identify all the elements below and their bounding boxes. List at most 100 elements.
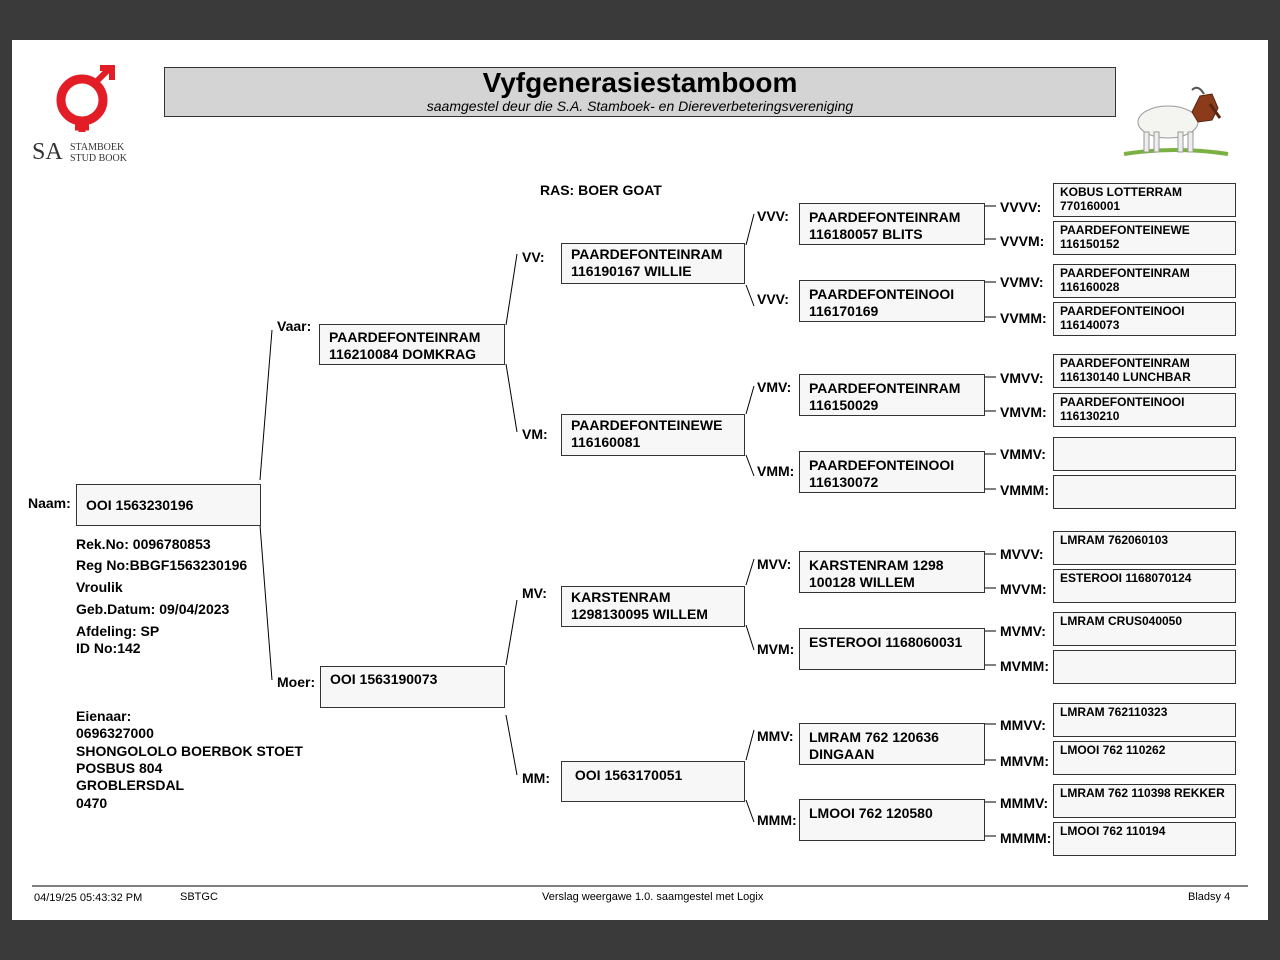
gen5-label: MVMM: bbox=[1000, 658, 1049, 674]
gen5-label: VVVV: bbox=[1000, 199, 1042, 215]
gen5-label: VVMV: bbox=[1000, 274, 1044, 290]
connector bbox=[259, 329, 273, 481]
owner-number: 0696327000 bbox=[76, 725, 154, 741]
animal-reg-no: Reg No:BBGF1563230196 bbox=[76, 557, 248, 573]
gen5-text: LMOOI 762 110194 bbox=[1060, 824, 1166, 838]
subject-animal-box: OOI 1563230196 bbox=[76, 484, 261, 526]
connector bbox=[745, 729, 755, 761]
gen4-box: LMOOI 762 120580 bbox=[799, 799, 985, 841]
gen3-box-mv: KARSTENRAM 1298130095 WILLEM bbox=[561, 586, 745, 627]
gen5-box: LMOOI 762 110194 bbox=[1053, 822, 1236, 856]
gen5-label: VMMV: bbox=[1000, 446, 1046, 462]
gen4-label: MMM: bbox=[757, 812, 797, 828]
gen4-label: VMM: bbox=[757, 463, 795, 479]
gen5-box: ESTEROOI 1168070124 bbox=[1053, 569, 1236, 603]
gen5-label: MVVV: bbox=[1000, 546, 1044, 562]
gen4-text: ESTEROOI 1168060031 bbox=[809, 634, 963, 650]
dam-label: Moer: bbox=[277, 674, 316, 690]
connector bbox=[745, 385, 755, 415]
gen5-box: PAARDEFONTEINOOI 116140073 bbox=[1053, 302, 1236, 336]
gen5-box: LMRAM CRUS040050 bbox=[1053, 612, 1236, 646]
gen4-label: MVV: bbox=[757, 556, 792, 572]
gen4-text: PAARDEFONTEINOOI 116170169 bbox=[809, 286, 955, 319]
connector bbox=[745, 454, 755, 477]
dam-text: OOI 1563190073 bbox=[330, 671, 438, 687]
gen3-label: MM: bbox=[522, 770, 550, 786]
gen5-text: LMRAM 762110323 bbox=[1060, 705, 1168, 719]
gen5-label: MVMV: bbox=[1000, 623, 1046, 639]
gen4-text: LMOOI 762 120580 bbox=[809, 805, 933, 821]
gen5-box bbox=[1053, 437, 1236, 471]
gen5-text: PAARDEFONTEINOOI 116140073 bbox=[1060, 304, 1185, 332]
gen5-box bbox=[1053, 650, 1236, 684]
gen4-text: PAARDEFONTEINRAM 116180057 BLITS bbox=[809, 209, 961, 242]
gen4-text: PAARDEFONTEINOOI 116130072 bbox=[809, 457, 955, 490]
owner-label: Eienaar: bbox=[76, 708, 132, 724]
gen5-text bbox=[1054, 476, 1235, 477]
gen3-text: PAARDEFONTEINEWE 116160081 bbox=[571, 417, 723, 450]
logo-studbook: STUD BOOK bbox=[70, 153, 127, 164]
naam-label: Naam: bbox=[28, 495, 71, 511]
logo-sa: SA bbox=[32, 139, 63, 165]
connector bbox=[745, 284, 755, 307]
animal-birth-date: Geb.Datum: 09/04/2023 bbox=[76, 601, 230, 617]
gen5-label: MMVM: bbox=[1000, 753, 1049, 769]
animal-afdeling: Afdeling: SP bbox=[76, 623, 160, 639]
footer-datetime: 04/19/25 05:43:32 PM bbox=[34, 892, 143, 904]
owner-name: SHONGOLOLO BOERBOK STOET bbox=[76, 743, 303, 759]
animal-rek-no: Rek.No: 0096780853 bbox=[76, 536, 211, 552]
gen5-text: PAARDEFONTEINRAM 116130140 LUNCHBAR bbox=[1060, 356, 1191, 384]
boer-goat-picture-icon bbox=[1123, 86, 1229, 156]
gen5-box bbox=[1053, 475, 1236, 509]
gen4-box: KARSTENRAM 1298 100128 WILLEM bbox=[799, 551, 985, 593]
gen5-label: MMMV: bbox=[1000, 795, 1049, 811]
gen5-label: VMMM: bbox=[1000, 482, 1049, 498]
gen5-label: MMVV: bbox=[1000, 717, 1046, 733]
sa-studbook-symbol-icon bbox=[56, 65, 115, 132]
gen4-box: PAARDEFONTEINOOI 116170169 bbox=[799, 280, 985, 322]
gen5-text: KOBUS LOTTERRAM 770160001 bbox=[1060, 185, 1182, 213]
gen4-box: ESTEROOI 1168060031 bbox=[799, 628, 985, 670]
gen5-text bbox=[1054, 651, 1235, 652]
gen3-box-vv: PAARDEFONTEINRAM 116190167 WILLIE bbox=[561, 243, 745, 284]
gen5-box: LMRAM 762110323 bbox=[1053, 703, 1236, 737]
connector bbox=[505, 363, 518, 433]
gen5-text: LMRAM 762 110398 REKKER bbox=[1060, 786, 1225, 800]
gen5-label: VMVV: bbox=[1000, 370, 1044, 386]
gen4-label: MMV: bbox=[757, 728, 794, 744]
gen3-box-mm: OOI 1563170051 bbox=[561, 761, 745, 802]
gen3-text: OOI 1563170051 bbox=[571, 767, 683, 783]
pedigree-page: SA STAMBOEK STUD BOOK Vyfgenerasiestambo… bbox=[12, 40, 1268, 920]
gen5-text: PAARDEFONTEINRAM 116160028 bbox=[1060, 266, 1190, 294]
animal-sex: Vroulik bbox=[76, 579, 123, 595]
connector bbox=[745, 799, 755, 823]
owner-address1: POSBUS 804 bbox=[76, 760, 163, 776]
gen5-box: LMOOI 762 110262 bbox=[1053, 741, 1236, 775]
gen5-box: PAARDEFONTEINRAM 116130140 LUNCHBAR bbox=[1053, 354, 1236, 388]
sire-label: Vaar: bbox=[277, 318, 312, 334]
gen5-box: PAARDEFONTEINRAM 116160028 bbox=[1053, 264, 1236, 298]
gen3-box-vm: PAARDEFONTEINEWE 116160081 bbox=[561, 414, 745, 456]
gen3-text: PAARDEFONTEINRAM 116190167 WILLIE bbox=[571, 246, 723, 279]
page-subtitle: saamgestel deur die S.A. Stamboek- en Di… bbox=[426, 98, 854, 114]
gen5-text bbox=[1054, 438, 1235, 439]
breed-label: RAS: BOER GOAT bbox=[540, 182, 662, 198]
owner-address2: GROBLERSDAL bbox=[76, 777, 185, 793]
sire-text: PAARDEFONTEINRAM 116210084 DOMKRAG bbox=[329, 329, 481, 362]
animal-id-no: ID No:142 bbox=[76, 640, 141, 656]
gen5-box: LMRAM 762060103 bbox=[1053, 531, 1236, 565]
gen4-label: VVV: bbox=[757, 208, 789, 224]
pedigree-connectors bbox=[32, 205, 1248, 887]
gen5-label: MVVM: bbox=[1000, 581, 1047, 597]
gen4-box: PAARDEFONTEINRAM 116180057 BLITS bbox=[799, 203, 985, 245]
connector bbox=[745, 213, 755, 246]
gen4-text: KARSTENRAM 1298 100128 WILLEM bbox=[809, 557, 944, 590]
connector bbox=[505, 253, 518, 326]
gen5-label: VVVM: bbox=[1000, 233, 1045, 249]
page-title: Vyfgenerasiestamboom bbox=[482, 67, 798, 98]
title-banner: Vyfgenerasiestamboom saamgestel deur die… bbox=[164, 67, 1116, 117]
gen3-label: VV: bbox=[522, 249, 545, 265]
footer-report: Verslag weergawe 1.0. saamgestel met Log… bbox=[542, 891, 764, 903]
gen5-label: MMMM: bbox=[1000, 830, 1052, 846]
owner-code: 0470 bbox=[76, 795, 108, 811]
